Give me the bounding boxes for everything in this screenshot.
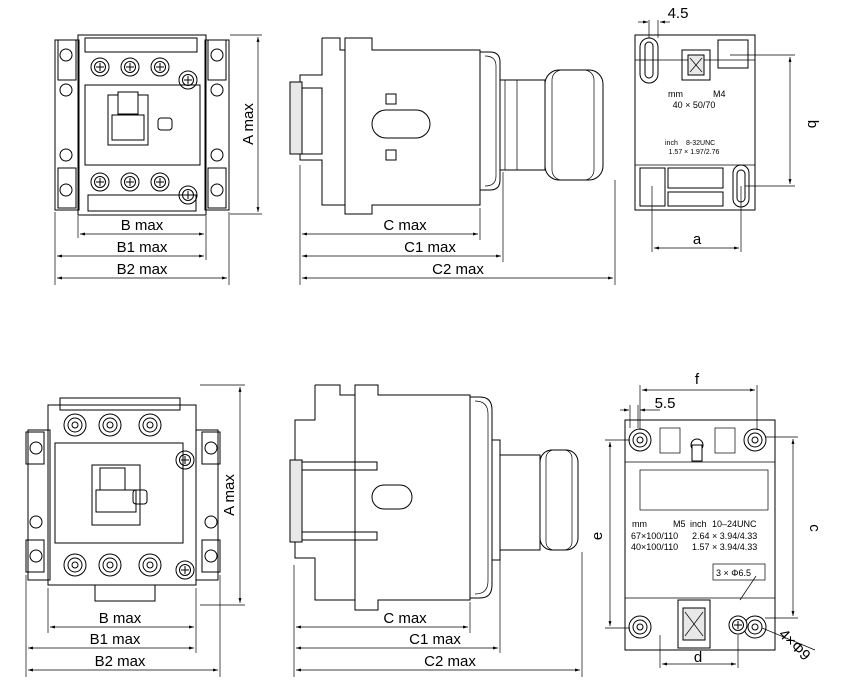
dim-b2-max-2: B2 max [95, 653, 146, 670]
side-view-small [289, 37, 604, 215]
mount-large-holes4: 4×Φ9 [775, 626, 813, 664]
side-view-large [289, 384, 579, 611]
dim-b1-max-2: B1 max [90, 631, 141, 648]
mount-view-small-dims [638, 20, 795, 252]
dim-b-max: B max [121, 217, 164, 234]
mount-large-holes3: 3 × Φ6.5 [716, 568, 751, 578]
mount-large-thread-inch: 10–24UNC [712, 519, 757, 529]
mount-size-inch: 1.57 × 1.97/2.76 [669, 149, 720, 156]
mount-inch-label: inch [665, 140, 678, 147]
dim-f: f [695, 371, 700, 388]
dim-d: d [694, 649, 702, 666]
dim-b-max-2: B max [99, 610, 142, 627]
dim-b1-max: B1 max [117, 239, 168, 256]
dim-c2-max-2: C2 max [424, 653, 476, 670]
dim-c1-max: C1 max [404, 239, 456, 256]
side-view-large-dims [293, 552, 583, 677]
mount-view-large-dims [605, 385, 816, 668]
dim-a-max-2: A max [221, 474, 238, 516]
mount-size-mm: 40 × 50/70 [673, 100, 716, 110]
front-view-large [25, 397, 221, 602]
mount-large-row2-inch: 1.57 × 3.94/4.33 [692, 542, 757, 552]
dim-a-max: A max [240, 103, 257, 145]
side-view-small-dims [299, 165, 616, 285]
dim-b: b [804, 120, 821, 128]
mount-thread-inch: 8-32UNC [686, 140, 715, 147]
dim-b2-max: B2 max [117, 261, 168, 278]
dim-c2-max: C2 max [432, 261, 484, 278]
mount-large-thread-mm: M5 [673, 519, 686, 529]
mount-thread-mm: M4 [713, 89, 726, 99]
dim-a: a [693, 231, 702, 248]
mount-large-mm-label: mm [632, 519, 647, 529]
front-view-large-dims [25, 384, 245, 677]
mount-large-inch-label: inch [690, 519, 707, 529]
dim-slot-4-5: 4.5 [668, 5, 689, 22]
dim-slot-5-5: 5.5 [655, 395, 676, 412]
mount-large-row2-mm: 40×100/110 [631, 542, 678, 552]
front-view-small [54, 34, 230, 216]
dim-c-max-2: C max [383, 610, 427, 627]
mount-view-small [634, 34, 756, 211]
dim-e: e [589, 532, 606, 540]
mount-mm-label: mm [668, 89, 683, 99]
dim-c: c [806, 524, 823, 532]
dim-c1-max-2: C1 max [409, 631, 461, 648]
front-view-small-dims [54, 34, 262, 285]
dim-c-max: C max [383, 217, 427, 234]
mount-view-large [624, 419, 776, 651]
mount-large-row1-mm: 67×100/110 [631, 531, 678, 541]
mount-large-row1-inch: 2.64 × 3.94/4.33 [692, 531, 757, 541]
